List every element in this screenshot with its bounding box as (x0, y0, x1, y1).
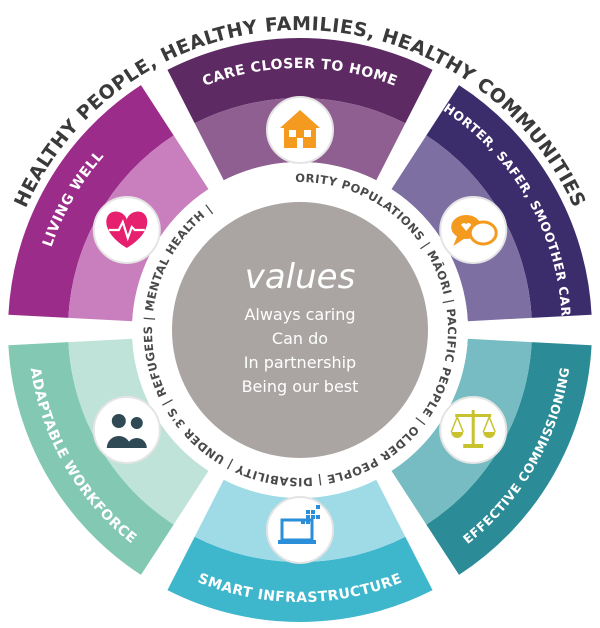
value-item: Always caring (244, 305, 355, 324)
speech-bubbles-icon (439, 196, 508, 264)
segment-outer-band (426, 85, 592, 318)
value-item: Can do (272, 329, 328, 348)
values-center: values Always caring Can do In partnersh… (172, 202, 428, 458)
segment-outer-band (167, 536, 433, 622)
icons-layer (92, 96, 508, 564)
center-circle (172, 202, 428, 458)
values-title: values (245, 257, 356, 297)
value-item: In partnership (244, 353, 356, 372)
people-icon (92, 396, 161, 464)
heart-icon (92, 196, 161, 264)
laptop-icon (266, 496, 334, 564)
segment-outer-band (426, 342, 592, 575)
segment-outer-band (8, 85, 174, 318)
segment-outer-band (167, 38, 433, 124)
value-item: Being our best (242, 377, 359, 396)
segment-outer-band (8, 342, 174, 575)
house-icon (266, 96, 334, 164)
scales-icon (439, 396, 508, 464)
